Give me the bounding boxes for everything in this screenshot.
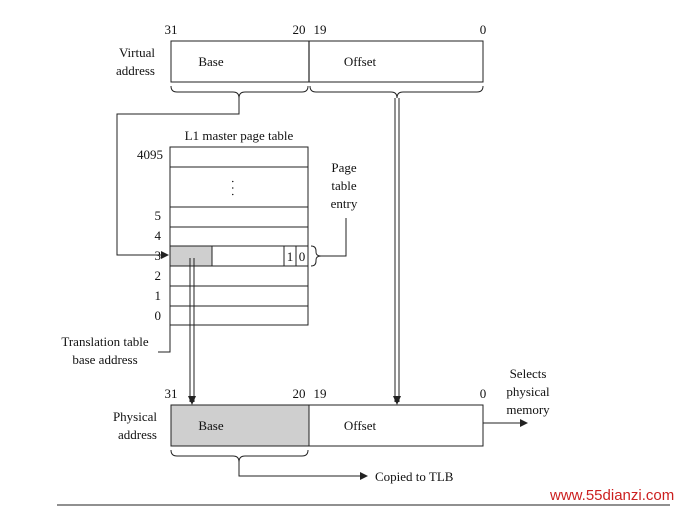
translation-base-pointer bbox=[158, 325, 171, 353]
va-offset-field bbox=[308, 40, 484, 83]
va-bit-0: 0 bbox=[480, 22, 487, 37]
pa-offset-text: Offset bbox=[344, 418, 377, 433]
pa-bit-19: 19 bbox=[314, 386, 327, 401]
page-table-entry-pointer bbox=[321, 218, 347, 257]
page-table-entry-label-line3: entry bbox=[331, 196, 358, 211]
page-table-entry-label-line2: table bbox=[331, 178, 356, 193]
page-table-index-2: 2 bbox=[155, 268, 162, 283]
va-offset-brace bbox=[309, 85, 484, 99]
offset-arrow-head bbox=[393, 396, 401, 405]
va-bit-20: 20 bbox=[293, 22, 306, 37]
pa-bit-31: 31 bbox=[165, 386, 178, 401]
page-table-row-2 bbox=[169, 265, 309, 287]
l1-master-page-table: L1 master page table 4095 . . . 1 0 5 4 … bbox=[137, 128, 358, 326]
page-table-index-5: 5 bbox=[155, 208, 162, 223]
page-table-row-1 bbox=[169, 285, 309, 307]
translation-base-line2: base address bbox=[72, 352, 137, 367]
pa-bit-0: 0 bbox=[480, 386, 487, 401]
page-table-index-4095: 4095 bbox=[137, 147, 163, 162]
page-table-entry-bit-0: 0 bbox=[299, 249, 306, 264]
copied-to-tlb-label: Copied to TLB bbox=[375, 469, 454, 484]
pa-base-brace bbox=[170, 449, 309, 463]
va-bit-31: 31 bbox=[165, 22, 178, 37]
pa-base-field bbox=[170, 404, 310, 447]
page-table-top-row bbox=[169, 146, 309, 168]
page-table-index-4: 4 bbox=[155, 228, 162, 243]
va-base-to-table-arrow bbox=[116, 98, 240, 259]
va-base-text: Base bbox=[198, 54, 224, 69]
pa-base-text: Base bbox=[198, 418, 224, 433]
pa-bit-20: 20 bbox=[293, 386, 306, 401]
pa-offset-field bbox=[308, 404, 484, 447]
base-arrow-head bbox=[188, 396, 196, 405]
page-table-ellipsis: . . . bbox=[229, 180, 244, 196]
physical-address-label-line1: Physical bbox=[113, 409, 157, 424]
page-table-index-0: 0 bbox=[155, 308, 162, 323]
page-table-row-0 bbox=[169, 305, 309, 326]
selects-line3: memory bbox=[506, 402, 550, 417]
page-table-title: L1 master page table bbox=[185, 128, 294, 143]
virtual-address: Virtual address 31 20 19 0 Base Offset bbox=[116, 22, 487, 99]
copied-to-tlb-arrow bbox=[238, 462, 368, 480]
page-table-entry-label-line1: Page bbox=[331, 160, 357, 175]
page-table-row-3-base-part bbox=[169, 245, 213, 267]
selects-line1: Selects bbox=[510, 366, 547, 381]
physical-address: Physical address 31 20 19 0 Base Offset bbox=[113, 386, 487, 463]
va-offset-text: Offset bbox=[344, 54, 377, 69]
page-table-row-5 bbox=[169, 206, 309, 228]
translation-base-line1: Translation table bbox=[61, 334, 148, 349]
page-table-entry-brace bbox=[310, 245, 322, 267]
va-base-brace bbox=[170, 85, 309, 99]
page-table-index-3: 3 bbox=[155, 248, 162, 263]
watermark-text: www.55dianzi.com bbox=[549, 487, 674, 504]
page-table-index-1: 1 bbox=[155, 288, 162, 303]
page-table-ellipsis-block bbox=[169, 166, 309, 208]
physical-address-label-line2: address bbox=[118, 427, 157, 442]
va-bit-19: 19 bbox=[314, 22, 327, 37]
page-table-row-4 bbox=[169, 226, 309, 248]
virtual-address-label-line2: address bbox=[116, 63, 155, 78]
va-base-field bbox=[170, 40, 310, 83]
selects-line2: physical bbox=[506, 384, 550, 399]
virtual-address-label-line1: Virtual bbox=[119, 45, 155, 60]
page-table-entry-bit-1: 1 bbox=[287, 249, 294, 264]
